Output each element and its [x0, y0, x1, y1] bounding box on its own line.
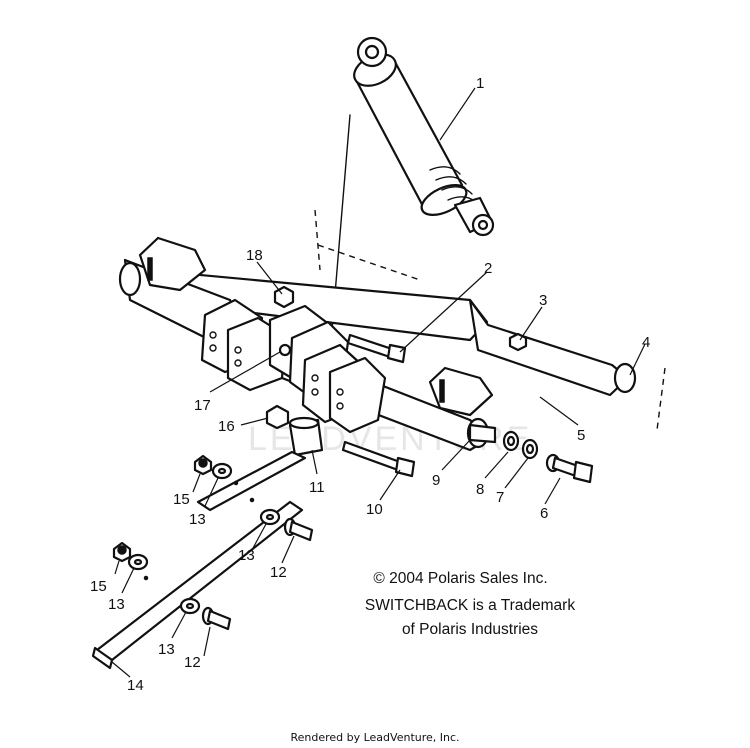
callout-6: 6 [540, 505, 548, 522]
callout-2: 2 [484, 260, 492, 277]
callout-9: 9 [432, 472, 440, 489]
callout-11: 11 [309, 479, 325, 496]
callout-18: 18 [246, 247, 263, 264]
shock-absorber [353, 36, 495, 237]
mounting-brackets [200, 298, 387, 434]
callout-7: 7 [496, 489, 504, 506]
trademark-line-2: of Polaris Industries [401, 621, 539, 638]
washer-7 [521, 438, 539, 460]
bolt-12a [283, 517, 314, 542]
callout-14: 14 [127, 677, 144, 694]
callout-13b: 13 [238, 547, 255, 564]
washer-13a [211, 462, 233, 480]
spacer-11 [288, 416, 324, 457]
washer-13d [179, 597, 201, 615]
callout-15b: 15 [90, 578, 107, 595]
bolt-12b [201, 606, 232, 631]
callout-16: 16 [218, 418, 235, 435]
callout-12a: 12 [270, 564, 287, 581]
nut-15b [112, 541, 132, 563]
strap-14 [91, 450, 307, 670]
callout-5: 5 [577, 427, 585, 444]
nut-18 [273, 285, 295, 309]
callout-13a: 13 [189, 511, 206, 528]
leader-lines [111, 87, 646, 678]
nut-3 [508, 332, 528, 352]
callout-15a: 15 [173, 491, 190, 508]
trademark-line-1: SWITCHBACK is a Trademark [364, 597, 576, 614]
callout-4: 4 [642, 334, 650, 351]
washer-8 [502, 430, 520, 452]
callout-13d: 13 [158, 641, 175, 658]
bushing-9 [468, 423, 497, 444]
bolt-2 [346, 333, 407, 364]
washer-13b [259, 508, 281, 526]
torque-arm [118, 236, 637, 452]
callout-17: 17 [194, 397, 211, 414]
washer-13c [127, 553, 149, 571]
callout-10: 10 [366, 501, 383, 518]
bolt-10 [341, 440, 416, 478]
bolt-6 [545, 453, 594, 484]
copyright-notice: © 2004 Polaris Sales Inc. [373, 570, 548, 587]
callout-13c: 13 [108, 596, 125, 613]
footer-credit: Rendered by LeadVenture, Inc. [290, 731, 460, 744]
nut-15a [193, 454, 213, 476]
callout-8: 8 [476, 481, 484, 498]
callout-12b: 12 [184, 654, 201, 671]
callout-1: 1 [476, 75, 484, 92]
callouts: 1 2 3 4 5 6 7 8 9 10 11 12 12 13 13 13 1… [90, 75, 650, 694]
nut-16 [265, 404, 290, 430]
callout-3: 3 [539, 292, 547, 309]
